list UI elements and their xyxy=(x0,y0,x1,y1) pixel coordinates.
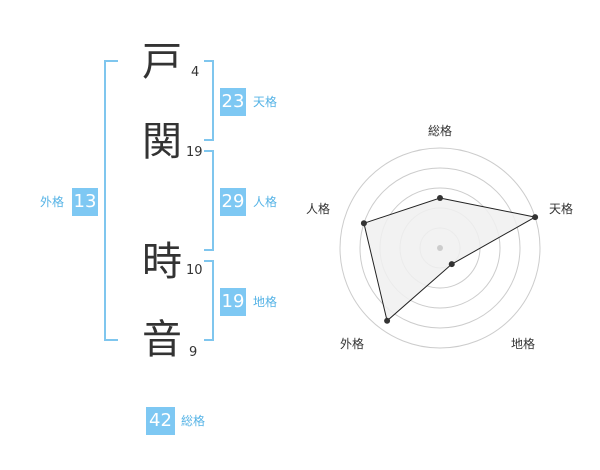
stroke-count-4: 9 xyxy=(189,345,198,360)
radar-point-2 xyxy=(448,261,455,268)
chikaku-label: 地格 xyxy=(253,295,278,309)
jinkaku-bracket xyxy=(204,150,214,251)
radar-series-polygon xyxy=(363,197,537,322)
stroke-count-3: 10 xyxy=(186,263,203,278)
radar-point-3 xyxy=(384,317,391,324)
jinkaku-label: 人格 xyxy=(253,195,278,209)
jinkaku-badge: 29 xyxy=(220,188,246,216)
radar-axis-label-chikaku: 地格 xyxy=(511,337,536,351)
radar-point-0 xyxy=(437,195,443,201)
radar-axis-label-soukaku: 総格 xyxy=(428,124,453,138)
gaikaku-label: 外格 xyxy=(40,195,65,209)
chikaku-badge: 19 xyxy=(220,288,246,316)
soukaku-badge: 42 xyxy=(146,407,175,435)
name-char-1: 戸 xyxy=(142,39,182,85)
gaikaku-badge: 13 xyxy=(72,188,98,216)
radar-center-point xyxy=(437,245,443,251)
radar-point-1 xyxy=(532,214,539,221)
name-char-4: 音 xyxy=(142,317,182,363)
radar-point-4 xyxy=(360,220,367,227)
gaikaku-bracket xyxy=(104,60,118,341)
radar-axis-label-gaikaku: 外格 xyxy=(340,337,365,351)
tenkaku-bracket xyxy=(204,60,214,141)
stroke-count-1: 4 xyxy=(191,65,200,80)
radar-grid-ring xyxy=(339,147,541,349)
name-char-2: 関 xyxy=(142,119,182,165)
soukaku-label: 総格 xyxy=(181,414,206,428)
radar-grid-ring xyxy=(359,167,521,329)
chikaku-bracket xyxy=(204,260,214,341)
radar-axis-label-tenkaku: 天格 xyxy=(549,202,574,216)
tenkaku-label: 天格 xyxy=(253,95,278,109)
stroke-count-2: 19 xyxy=(186,145,203,160)
tenkaku-badge: 23 xyxy=(220,88,246,116)
name-char-3: 時 xyxy=(142,239,182,285)
radar-axis-label-jinkaku: 人格 xyxy=(306,202,331,216)
